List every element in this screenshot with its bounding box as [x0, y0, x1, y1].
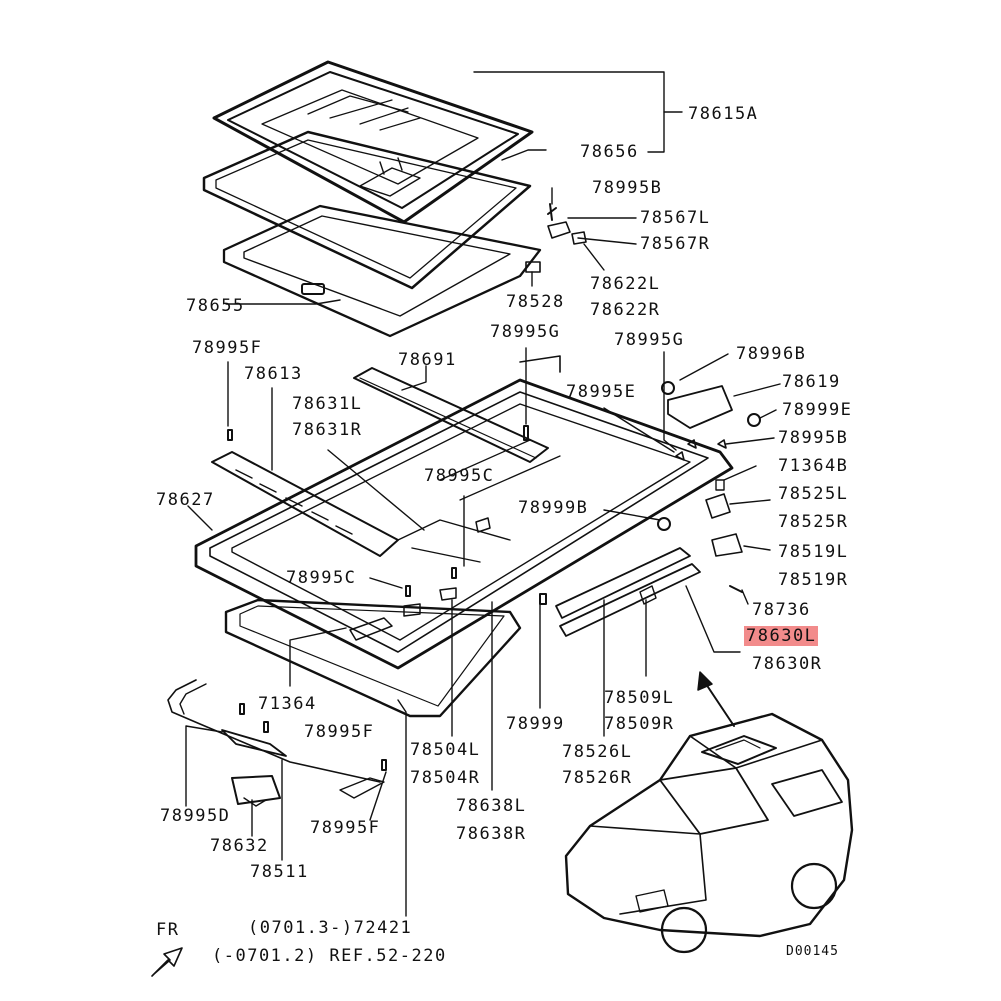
- sunroof-frame-drawing: [194, 355, 734, 670]
- part-label-78631L: 78631L: [292, 394, 363, 414]
- highlighted-part-78630L: 78630L: [744, 626, 819, 646]
- right-bracket-parts: [657, 381, 761, 593]
- part-label-78622L: 78622L: [590, 274, 661, 294]
- part-label-78995F-b: 78995F: [304, 722, 375, 742]
- part-label-78995C-a: 78995C: [424, 466, 495, 486]
- part-label-78656: 78656: [580, 142, 639, 162]
- part-label-78995D: 78995D: [160, 806, 231, 826]
- part-label-78999: 78999: [506, 714, 565, 734]
- part-label-78996B: 78996B: [736, 344, 807, 364]
- location-arrow: [697, 671, 735, 727]
- part-label-78995B-mid: 78995B: [778, 428, 849, 448]
- part-label-78567L: 78567L: [640, 208, 711, 228]
- part-label-78995E: 78995E: [566, 382, 637, 402]
- part-label-78632: 78632: [210, 836, 269, 856]
- sunshade-frame-drawing: [222, 157, 542, 338]
- part-label-78995F-c: 78995F: [310, 818, 381, 838]
- part-label-78999B: 78999B: [518, 498, 589, 518]
- part-label-78627: 78627: [156, 490, 215, 510]
- part-label-78995C-b: 78995C: [286, 568, 357, 588]
- part-label-78995G-b: 78995G: [614, 330, 685, 350]
- part-label-78511: 78511: [250, 862, 309, 882]
- leader-lines: [185, 71, 781, 917]
- part-label-78526L: 78526L: [562, 742, 633, 762]
- part-label-78525R: 78525R: [778, 512, 849, 532]
- note-72421: (0701.3-)72421: [248, 918, 413, 938]
- screw-parts: [227, 425, 547, 641]
- guide-rail-drawing: [555, 547, 701, 637]
- glass-seal-drawing: [202, 130, 532, 290]
- part-label-78528: 78528: [506, 292, 565, 312]
- part-label-78622R: 78622R: [590, 300, 661, 320]
- part-label-78995B-top: 78995B: [592, 178, 663, 198]
- part-label-78999E: 78999E: [782, 400, 853, 420]
- part-label-78504R: 78504R: [410, 768, 481, 788]
- part-label-71364: 71364: [258, 694, 317, 714]
- part-label-78509R: 78509R: [604, 714, 675, 734]
- front-marker-label: FR: [156, 920, 180, 940]
- part-label-78736: 78736: [752, 600, 811, 620]
- part-label-78567R: 78567R: [640, 234, 711, 254]
- part-label-78619: 78619: [782, 372, 841, 392]
- part-label-78995G-a: 78995G: [490, 322, 561, 342]
- part-label-78638R: 78638R: [456, 824, 527, 844]
- part-label-78630R: 78630R: [752, 654, 823, 674]
- part-label-78525L: 78525L: [778, 484, 849, 504]
- part-label-78519R: 78519R: [778, 570, 849, 590]
- part-label-78615A: 78615A: [688, 104, 759, 124]
- part-label-71364B: 71364B: [778, 456, 849, 476]
- part-label-78613: 78613: [244, 364, 303, 384]
- part-label-78691: 78691: [398, 350, 457, 370]
- part-label-78630L: 78630L: [744, 626, 819, 646]
- part-label-78526R: 78526R: [562, 768, 633, 788]
- top-clip-parts: [525, 203, 587, 273]
- part-label-78655: 78655: [186, 296, 245, 316]
- drain-seal-drawing: [224, 598, 522, 718]
- front-direction-arrow: [151, 947, 183, 977]
- glass-panel-drawing: [212, 60, 534, 224]
- part-label-78519L: 78519L: [778, 542, 849, 562]
- vehicle-illustration: [564, 712, 854, 954]
- part-label-78504L: 78504L: [410, 740, 481, 760]
- motor-cable-drawing: [167, 679, 387, 807]
- part-label-78509L: 78509L: [604, 688, 675, 708]
- note-ref-52-220: (-0701.2) REF.52-220: [212, 946, 447, 966]
- part-label-78995F-a: 78995F: [192, 338, 263, 358]
- part-label-78631R: 78631R: [292, 420, 363, 440]
- part-label-78638L: 78638L: [456, 796, 527, 816]
- drawing-code: D00145: [786, 944, 839, 959]
